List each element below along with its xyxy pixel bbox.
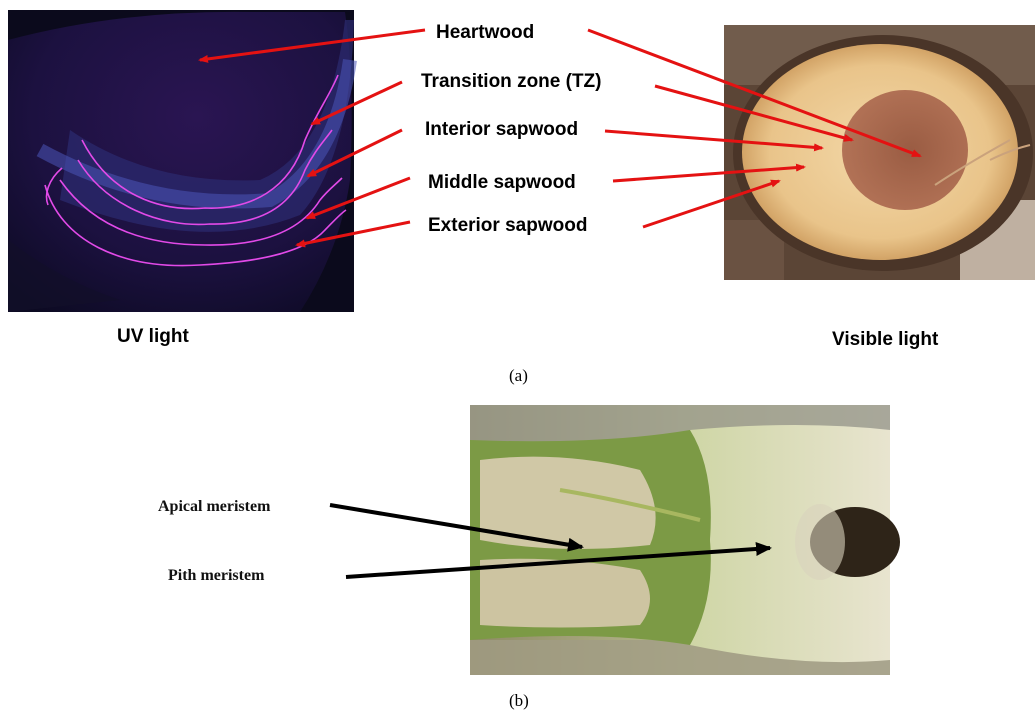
panel-tag-b: (b): [509, 691, 529, 710]
label-middle-sapwood: Middle sapwood: [428, 172, 576, 193]
label-pith-meristem: Pith meristem: [168, 567, 265, 584]
caption-visible-light: Visible light: [832, 329, 939, 350]
uv-light-image: [8, 10, 354, 312]
visible-light-image: [724, 25, 1035, 280]
label-heartwood: Heartwood: [436, 22, 534, 43]
label-exterior-sapwood: Exterior sapwood: [428, 215, 587, 236]
panel-tag-a: (a): [509, 366, 528, 385]
label-transition-zone: Transition zone (TZ): [421, 71, 602, 92]
label-apical-meristem: Apical meristem: [158, 498, 271, 515]
caption-uv-light: UV light: [117, 326, 189, 347]
label-interior-sapwood: Interior sapwood: [425, 119, 578, 140]
